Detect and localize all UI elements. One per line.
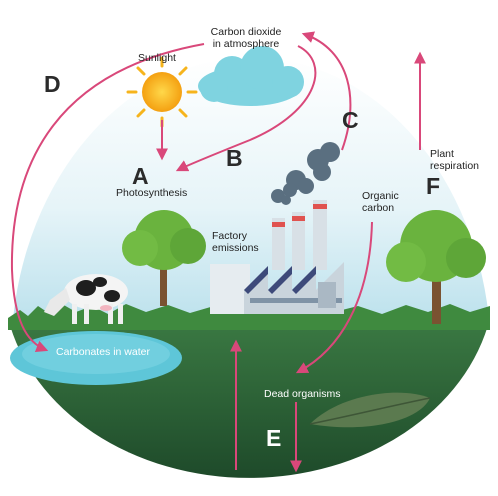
flow-arrows — [10, 31, 426, 473]
tree-right-icon — [386, 210, 486, 324]
arrow-factory-atmosphere — [301, 31, 352, 151]
dead-leaf-icon — [309, 392, 431, 428]
tree-left-icon — [122, 210, 206, 306]
smoke-icon — [271, 142, 340, 205]
letter-f: F — [426, 173, 441, 199]
dead-organisms-label: Dead organisms — [264, 388, 341, 400]
pond-shine — [22, 334, 170, 374]
letter-a: A — [132, 163, 149, 189]
factory-line2: emissions — [212, 242, 259, 254]
carbon-dioxide-line1: Carbon dioxide — [210, 26, 282, 38]
factory-emissions-label: Factory emissions — [212, 230, 259, 254]
arrow-organic-dead — [295, 221, 373, 374]
letter-c: C — [342, 107, 359, 133]
letter-b: B — [226, 145, 243, 171]
photosynthesis-label: Photosynthesis — [116, 187, 188, 199]
sunlight-label: Sunlight — [138, 52, 176, 64]
carbonates-label: Carbonates in water — [56, 346, 150, 358]
cloud-icon — [198, 46, 304, 106]
grass-strip — [8, 304, 490, 330]
organic-line2: carbon — [362, 202, 395, 214]
letter-e: E — [266, 425, 282, 451]
organic-line1: Organic — [362, 190, 399, 202]
factory-icon — [210, 200, 344, 314]
plant-respiration-label: Plant respiration — [430, 148, 479, 172]
plant-resp-line2: respiration — [430, 160, 480, 172]
arrow-atmosphere-carbonates — [10, 43, 205, 352]
fossils-label: Fossils and fossil fuels — [192, 478, 298, 490]
arrow-atmosphere-photosynthesis — [175, 45, 317, 172]
factory-line1: Factory — [212, 230, 248, 242]
organic-carbon-label: Organic carbon — [362, 190, 399, 214]
cow-icon — [44, 274, 128, 324]
carbon-dioxide-line2: in atmosphere — [212, 38, 280, 50]
plant-resp-line1: Plant — [430, 148, 454, 160]
letter-d: D — [44, 71, 61, 97]
carbon-dioxide-label: Carbon dioxide in atmosphere — [198, 26, 294, 50]
